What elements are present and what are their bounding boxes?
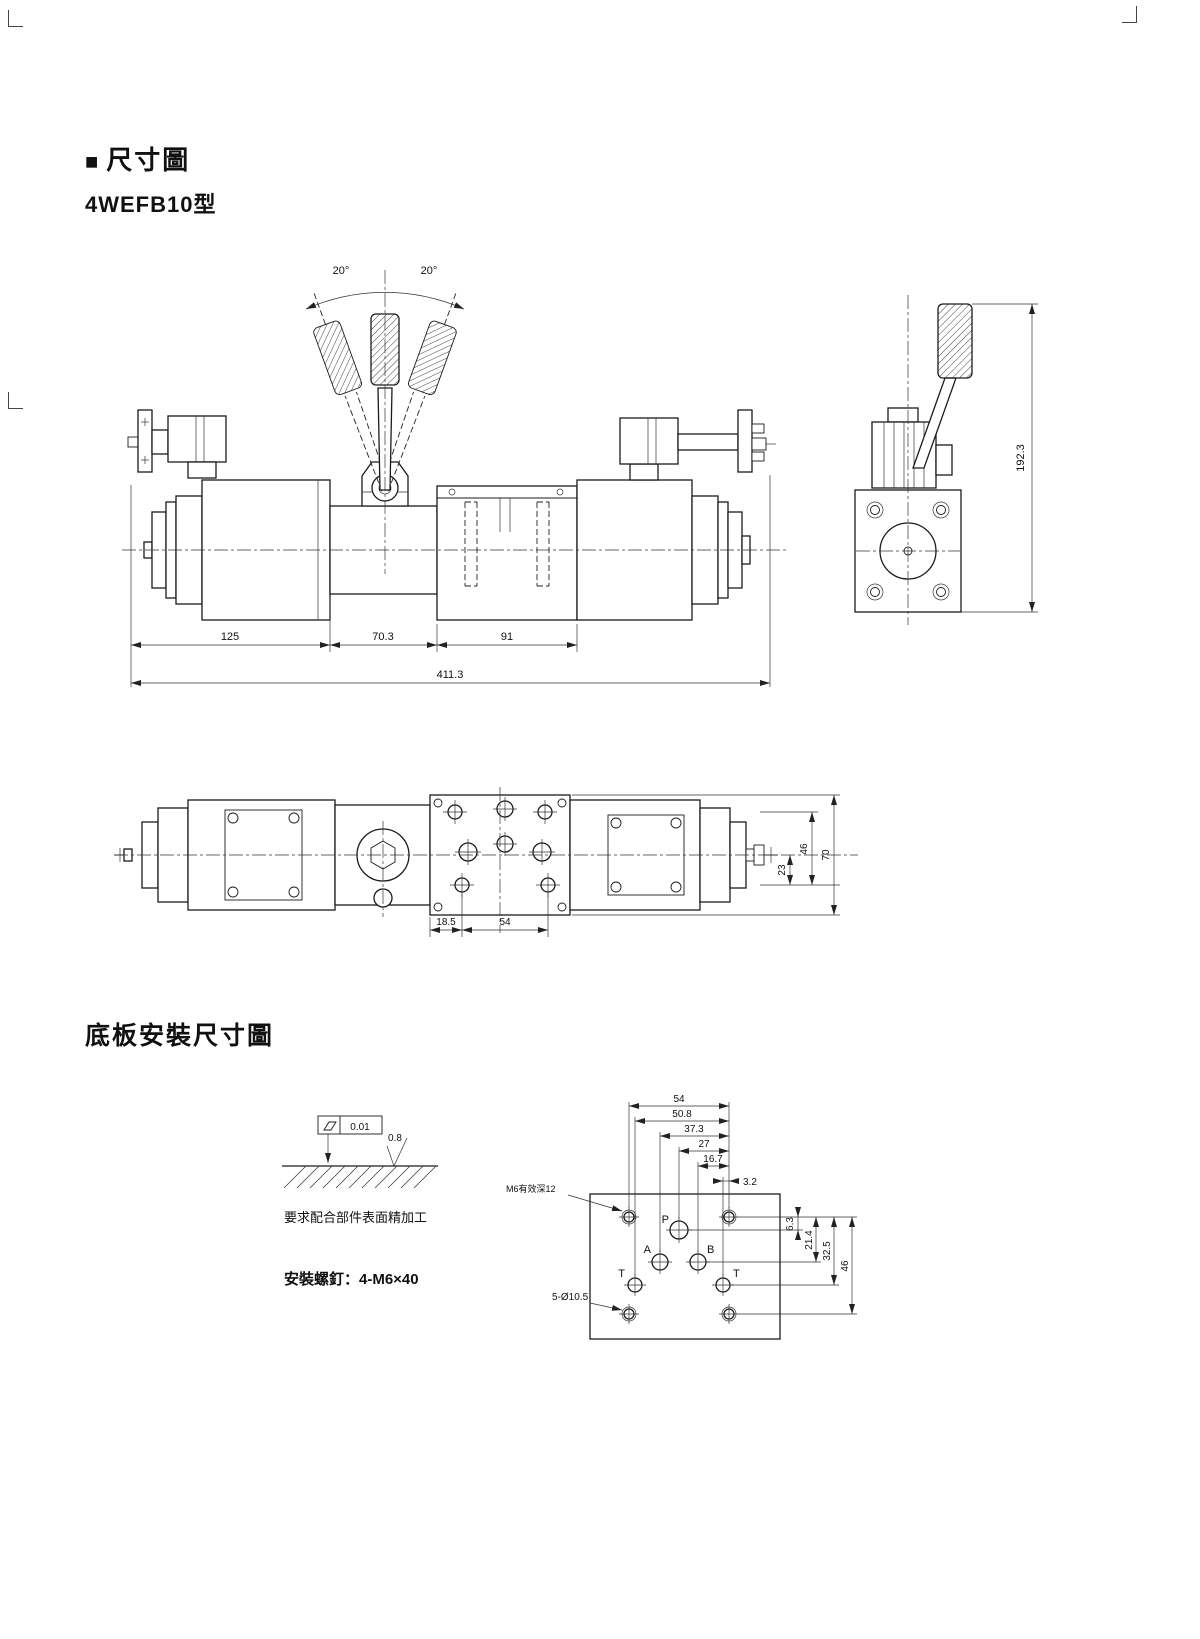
dim-70-label: 70 [821,849,832,861]
baseplate-figure: 0.01 0.8 要求配合部件表面精加工 安裝螺釘：4-M6×40 [282,1094,857,1340]
port-a-label: A [644,1244,652,1256]
dim-18-5-label: 18.5 [436,917,456,928]
dim-54-label: 54 [673,1094,685,1105]
title-block: ■尺寸圖 4WEFB10型 [85,140,216,219]
port-t1-label: T [618,1268,625,1280]
screw-note: 安裝螺釘：4-M6×40 [284,1270,419,1288]
page-title: ■尺寸圖 [85,140,216,177]
title-text: 尺寸圖 [106,145,191,175]
front-view-figure: 20° 20° [122,265,1038,687]
surface-finish-detail: 0.01 0.8 要求配合部件表面精加工 安裝螺釘：4-M6×40 [282,1115,438,1288]
dim-32-5-label: 32.5 [822,1241,833,1261]
flatness-value: 0.01 [350,1122,370,1133]
dim-70-3-label: 70.3 [372,631,393,643]
right-connector [619,409,776,481]
roughness-icon [386,1145,395,1167]
dim-125-label: 125 [221,631,239,643]
left-connector [127,409,227,479]
dim-3-2-label: 3.2 [743,1177,757,1188]
dim-angle-left-label: 20° [333,265,350,277]
surface-note: 要求配合部件表面精加工 [284,1210,427,1225]
holes-note: 5-Ø10.5 [552,1292,589,1303]
thread-note: M6有效深12 [506,1183,556,1194]
front-centerlines [122,270,788,574]
top-center-block [334,804,431,908]
crop-mark-mid-left [8,392,23,409]
dim-46-label: 46 [840,1260,851,1272]
lever-position-left [313,292,390,492]
crop-mark-top-right [1122,6,1137,23]
top-dimensions: 18.5 54 23 46 70 [429,794,840,937]
title-bullet: ■ [85,149,101,174]
dim-21-4-label: 21.4 [804,1230,815,1250]
lever-assembly: 20° 20° [305,265,465,507]
top-centerlines [114,787,858,933]
baseplate-section-title: 底板安裝尺寸圖 [85,1022,275,1050]
model-code: 4WEFB10型 [85,192,217,217]
baseplate-dims-vertical: 6.3 21.4 32.5 46 [689,1207,857,1315]
port-p-label: P [662,1214,669,1226]
dim-angle-right-label: 20° [421,265,438,277]
dim-50-8-label: 50.8 [672,1109,692,1120]
port-t2-label: T [733,1268,740,1280]
crop-mark-top-left [8,10,23,27]
dim-91-label: 91 [501,631,513,643]
roughness-value: 0.8 [388,1133,402,1144]
baseplate-dims-horizontal: 54 50.8 37.3 27 16.7 3.2 [628,1094,757,1276]
side-lever-handle [937,303,973,379]
front-dimensions: 125 70.3 91 411.3 [130,475,771,687]
side-view: 192.3 [854,295,1038,625]
dim-37-3-label: 37.3 [684,1124,704,1135]
baseplate-leaders: M6有效深12 5-Ø10.5 [506,1183,623,1311]
pilot-section [436,485,578,621]
flatness-icon [323,1121,337,1131]
dim-16-7-label: 16.7 [703,1154,723,1165]
dim-6-3-label: 6.3 [785,1217,796,1231]
baseplate-plate: P A B T T [589,1193,781,1340]
lever-position-right [380,292,457,492]
dim-46-top-label: 46 [799,843,810,855]
dim-23-label: 23 [777,864,788,876]
top-view-figure: 18.5 54 23 46 70 [114,787,858,937]
dim-total-length-label: 411.3 [437,669,464,681]
port-b-label: B [707,1244,714,1256]
dim-54-top-label: 54 [499,917,511,928]
dim-height-label: 192.3 [1015,444,1027,472]
angle-arc [305,292,465,310]
dim-27-label: 27 [698,1139,710,1150]
